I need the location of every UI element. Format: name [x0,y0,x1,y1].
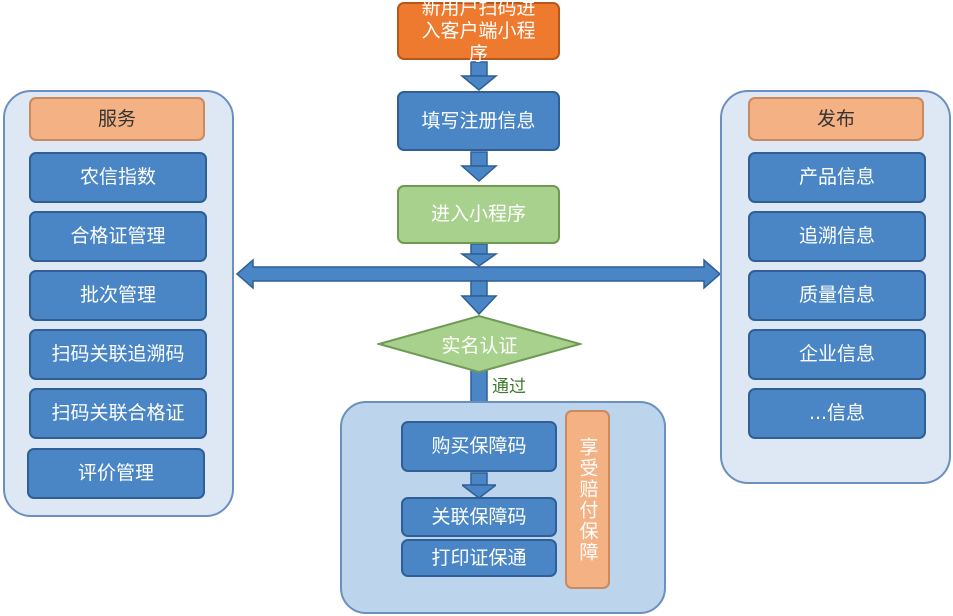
guarantee-link-code-button[interactable]: 关联保障码 [401,497,557,537]
service-title: 服务 [29,97,205,141]
flow-pass-label: 通过 [492,377,526,397]
arrow-start-to-register [459,61,499,91]
service-item-scan-certificate[interactable]: 扫码关联合格证 [29,388,207,439]
publish-title: 发布 [748,97,924,141]
publish-item-more-info[interactable]: ...信息 [748,388,926,439]
arrow-buy-to-link [462,472,496,499]
arrow-bus-to-verify [460,280,498,316]
guarantee-print-certificate-button[interactable]: 打印证保通 [401,539,557,577]
flow-enter-miniprogram-box[interactable]: 进入小程序 [397,185,560,244]
service-item-batch-management[interactable]: 批次管理 [29,270,207,321]
flow-register-box[interactable]: 填写注册信息 [397,91,560,151]
publish-item-company-info[interactable]: 企业信息 [748,329,926,380]
guarantee-buy-code-button[interactable]: 购买保障码 [401,421,557,472]
publish-item-product-info[interactable]: 产品信息 [748,152,926,203]
guarantee-benefit-box: 享受赔付保障 [565,410,610,589]
publish-item-trace-info[interactable]: 追溯信息 [748,211,926,262]
flow-verify-diamond[interactable] [377,314,582,374]
flow-start-box: 新用户扫码进入客户端小程序 [397,0,560,65]
service-item-nongxin-index[interactable]: 农信指数 [29,152,207,203]
arrow-enter-to-bus [459,243,499,267]
service-item-certificate-management[interactable]: 合格证管理 [29,211,207,262]
arrow-register-to-enter [460,151,498,183]
service-item-scan-trace-code[interactable]: 扫码关联追溯码 [29,329,207,380]
flow-verify-label: 实名认证 [441,334,518,357]
publish-item-quality-info[interactable]: 质量信息 [748,270,926,321]
service-item-review-management[interactable]: 评价管理 [27,448,205,499]
